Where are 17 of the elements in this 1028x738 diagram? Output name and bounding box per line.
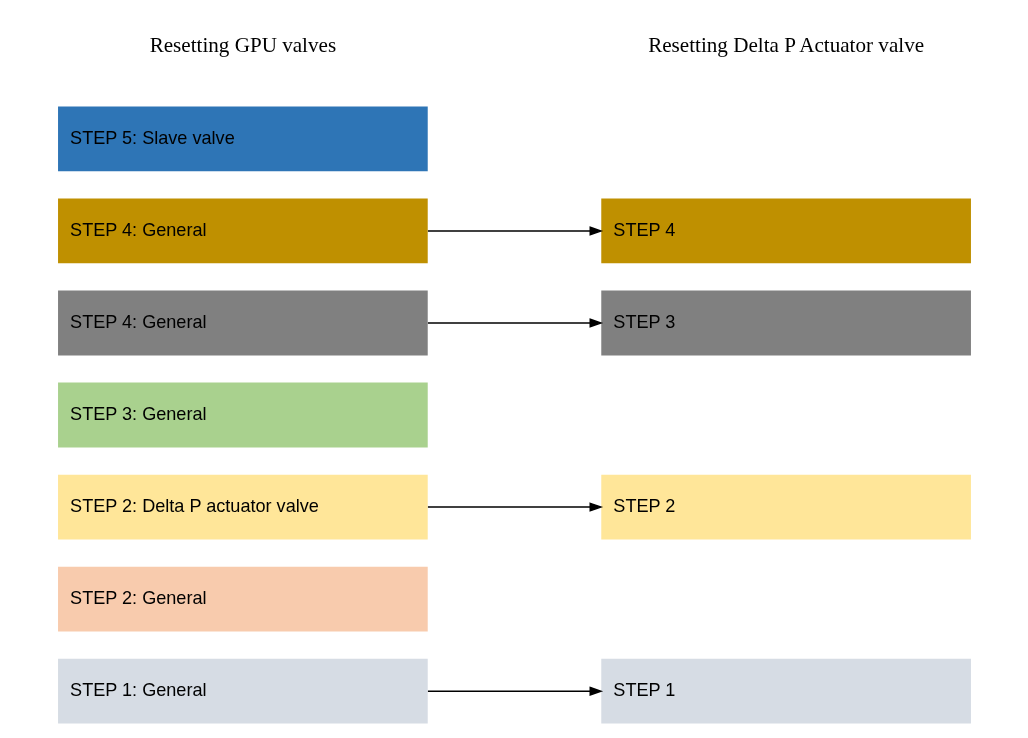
arrow: [426, 686, 603, 696]
node-box: STEP 4: General: [57, 198, 428, 264]
node-box: STEP 2: Delta P actuator valve: [57, 474, 428, 540]
label: Resetting Delta P Actuator valve: [647, 33, 924, 58]
node-box: STEP 3: [600, 290, 971, 356]
node-box: STEP 3: General: [57, 382, 428, 448]
arrow: [426, 318, 603, 328]
node-box: STEP 1: [600, 658, 971, 724]
node-box: STEP 4: General: [57, 290, 428, 356]
node-box: STEP 4: [600, 198, 971, 264]
node-box: STEP 2: General: [57, 566, 428, 632]
arrow: [426, 502, 603, 512]
label: Resetting GPU valves: [149, 33, 336, 58]
node-box: STEP 5: Slave valve: [57, 106, 428, 172]
node-box: STEP 2: [600, 474, 971, 540]
arrow: [426, 226, 603, 236]
node-box: STEP 1: General: [57, 658, 428, 724]
